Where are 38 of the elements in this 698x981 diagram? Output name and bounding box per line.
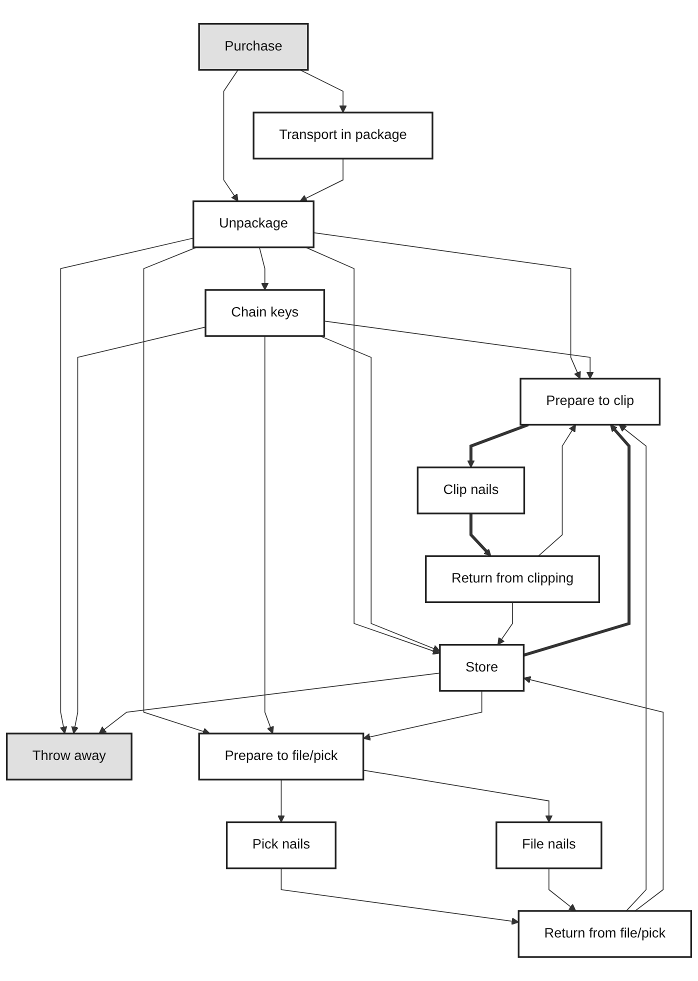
arrow	[71, 326, 206, 734]
arrow	[538, 424, 576, 557]
arrow	[362, 690, 482, 741]
node-box: Clip nails	[416, 466, 526, 514]
node-box: Return from file/pick	[518, 910, 692, 958]
arrow	[497, 602, 513, 646]
arrow	[300, 158, 344, 202]
arrow	[548, 868, 576, 912]
node-box: Store	[439, 644, 525, 692]
arrow	[300, 70, 347, 113]
arrow	[523, 424, 631, 657]
arrow	[305, 246, 440, 655]
node-box: Unpackage	[192, 200, 314, 248]
node-box: Chain keys	[204, 289, 326, 337]
arrow	[313, 232, 581, 380]
node-box: Throw away	[6, 732, 132, 781]
arrow	[60, 238, 194, 734]
arrow	[264, 336, 274, 734]
arrow	[469, 514, 492, 557]
arrow	[280, 868, 519, 926]
arrow	[467, 423, 529, 468]
node-box: Prepare to file/pick	[198, 732, 364, 781]
arrow	[324, 320, 594, 380]
node-box: Return from clipping	[425, 555, 600, 604]
node-box: Prepare to clip	[520, 378, 661, 426]
arrow	[618, 424, 647, 912]
arrow	[258, 246, 269, 290]
arrow	[362, 770, 553, 823]
arrow	[277, 779, 285, 823]
arrow	[523, 676, 664, 912]
node-box: Pick nails	[226, 821, 336, 870]
arrow	[320, 336, 440, 652]
arrow	[98, 672, 440, 734]
node-box: Transport in package	[252, 112, 434, 160]
arrow	[223, 70, 238, 202]
node-box: File nails	[496, 821, 602, 870]
node-box: Purchase	[198, 23, 309, 71]
arrow	[143, 246, 210, 736]
